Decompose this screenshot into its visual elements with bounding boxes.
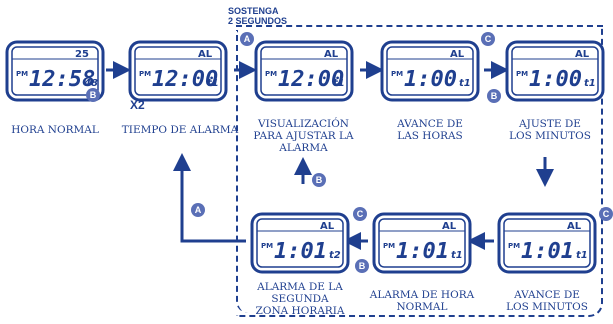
button-b-marker: B <box>312 173 326 187</box>
button-c-marker: C <box>481 32 495 46</box>
sub-display: t1 <box>451 250 463 261</box>
main-time: 12:00 <box>278 67 344 92</box>
sub-display: t1 <box>584 78 596 89</box>
top-right-indicator: AL <box>450 49 465 60</box>
sub-display: t1 <box>333 78 345 89</box>
watch-case <box>5 40 105 102</box>
top-right-indicator: AL <box>320 221 335 232</box>
pm-indicator: PM <box>383 242 395 250</box>
pm-indicator: PM <box>508 242 520 250</box>
top-right-indicator: AL <box>442 221 457 232</box>
main-time: 12:58 <box>29 67 95 92</box>
main-time: 1:01 <box>521 239 574 264</box>
button-b-marker: B <box>487 89 501 103</box>
label-visualizacion: VISUALIZACIÓN PARA AJUSTAR LA ALARMA <box>253 118 354 154</box>
lcd-screen <box>256 218 344 268</box>
lcd-screen <box>386 46 474 96</box>
lcd-screen <box>11 46 99 96</box>
main-time: 1:01 <box>396 239 449 264</box>
pm-indicator: PM <box>391 70 403 78</box>
pm-indicator: PM <box>139 70 151 78</box>
sub-display: t1 <box>207 78 219 89</box>
button-b-marker: B <box>86 88 100 102</box>
watch-case <box>372 212 472 274</box>
sub-display: 48 <box>83 78 98 89</box>
lcd-screen <box>511 46 599 96</box>
top-right-indicator: 25 <box>75 49 89 60</box>
hold-hint-line-1: SOSTENGA <box>228 6 279 16</box>
main-time: 1:00 <box>404 67 457 92</box>
pm-indicator: PM <box>516 70 528 78</box>
watch-case <box>254 40 354 102</box>
label-avance-minutos: AVANCE DE LOS MINUTOS <box>506 289 588 313</box>
hold-hint-line-2: 2 SEGUNDOS <box>228 16 288 26</box>
button-a-marker: A <box>191 203 205 217</box>
watch-case <box>380 40 480 102</box>
sub-display: t2 <box>329 250 341 261</box>
watch-case <box>505 40 605 102</box>
main-time: 1:00 <box>529 67 582 92</box>
label-tiempo-alarma: TIEMPO DE ALARMA <box>121 124 239 136</box>
top-right-indicator: AL <box>324 49 339 60</box>
sub-display: t1 <box>576 250 588 261</box>
lcd-screen <box>260 46 348 96</box>
top-right-indicator: AL <box>567 221 582 232</box>
label-avance-horas: AVANCE DE LAS HORAS <box>397 118 463 142</box>
label-ajuste-minutos: AJUSTE DE LOS MINUTOS <box>509 118 591 142</box>
pm-indicator: PM <box>265 70 277 78</box>
watch-case <box>128 40 228 102</box>
setting-mode-region <box>236 25 603 317</box>
watch-case <box>250 212 350 274</box>
button-b-marker: B <box>355 259 369 273</box>
lcd-screen <box>134 46 222 96</box>
sub-display: t1 <box>459 78 471 89</box>
lcd-screen <box>378 218 466 268</box>
hold-hint: SOSTENGA 2 SEGUNDOS <box>228 6 287 26</box>
repeat-count: X2 <box>130 98 145 112</box>
top-right-indicator: AL <box>198 49 213 60</box>
setting-mode-region-left <box>236 30 248 313</box>
label-hora-normal: HORA NORMAL <box>11 124 99 136</box>
button-c-marker: C <box>353 207 367 221</box>
main-time: 12:00 <box>152 67 218 92</box>
label-alarma-hora-normal: ALARMA DE HORA NORMAL <box>369 289 475 313</box>
watch-case <box>497 212 597 274</box>
button-a-marker: A <box>240 32 254 46</box>
button-c-marker: C <box>599 207 613 221</box>
label-alarma-segunda: ALARMA DE LA SEGUNDA ZONA HORARIA <box>255 281 345 317</box>
top-right-indicator: AL <box>575 49 590 60</box>
lcd-screen <box>503 218 591 268</box>
arrow-return-to-alarm <box>173 153 246 243</box>
pm-indicator: PM <box>16 70 28 78</box>
main-time: 1:01 <box>274 239 327 264</box>
pm-indicator: PM <box>261 242 273 250</box>
